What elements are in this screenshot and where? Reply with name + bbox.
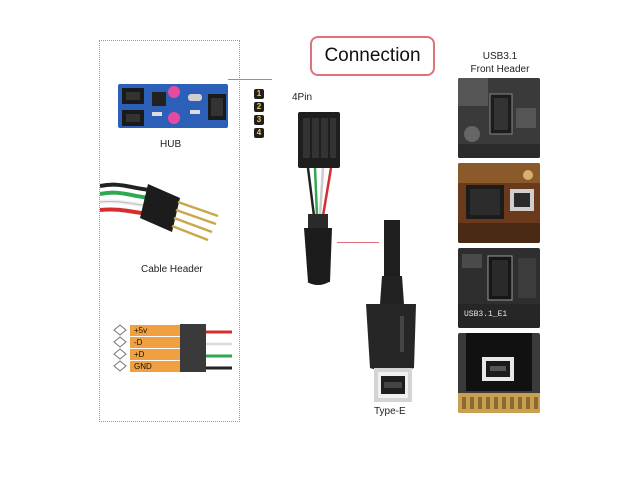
front-header-photo-2: [458, 163, 540, 243]
cable-connector-line: [337, 242, 379, 243]
hub-connector-line: [228, 79, 272, 80]
pinout-diagram: +5v -D +D GND: [110, 322, 240, 382]
four-pin-label: 4Pin: [292, 92, 313, 103]
pin-number-1: 1: [254, 89, 264, 99]
front-header-line1: USB3.1: [482, 51, 518, 62]
pinout-minus-d: -D: [130, 337, 180, 348]
cable-header-image: [100, 162, 230, 252]
pinout-gnd: GND: [130, 361, 180, 372]
pin-number-badges: 1 2 3 4: [254, 89, 264, 138]
type-e-connector-image: [360, 220, 430, 405]
front-header-heading: USB3.1 Front Header: [455, 50, 545, 76]
front-header-line2: Front Header: [470, 64, 530, 75]
hub-board-image: [112, 80, 234, 136]
pin-number-2: 2: [254, 102, 264, 112]
front-header-photo-3: USB3.1_E1: [458, 248, 540, 328]
cable-header-label: Cable Header: [141, 264, 203, 275]
front-header-photo-4: [458, 333, 540, 413]
pinout-5v: +5v: [130, 325, 180, 336]
four-pin-cable-image: [290, 104, 350, 294]
pinout-plus-d: +D: [130, 349, 180, 360]
pin-number-4: 4: [254, 128, 264, 138]
hub-label: HUB: [160, 139, 182, 150]
pin-number-3: 3: [254, 115, 264, 125]
connection-title: Connection: [310, 36, 435, 76]
front-header-photo-1: [458, 78, 540, 158]
left-panel: [99, 40, 240, 422]
usb3-1-e1-text: USB3.1_E1: [464, 310, 508, 319]
type-e-label: Type-E: [374, 406, 406, 417]
